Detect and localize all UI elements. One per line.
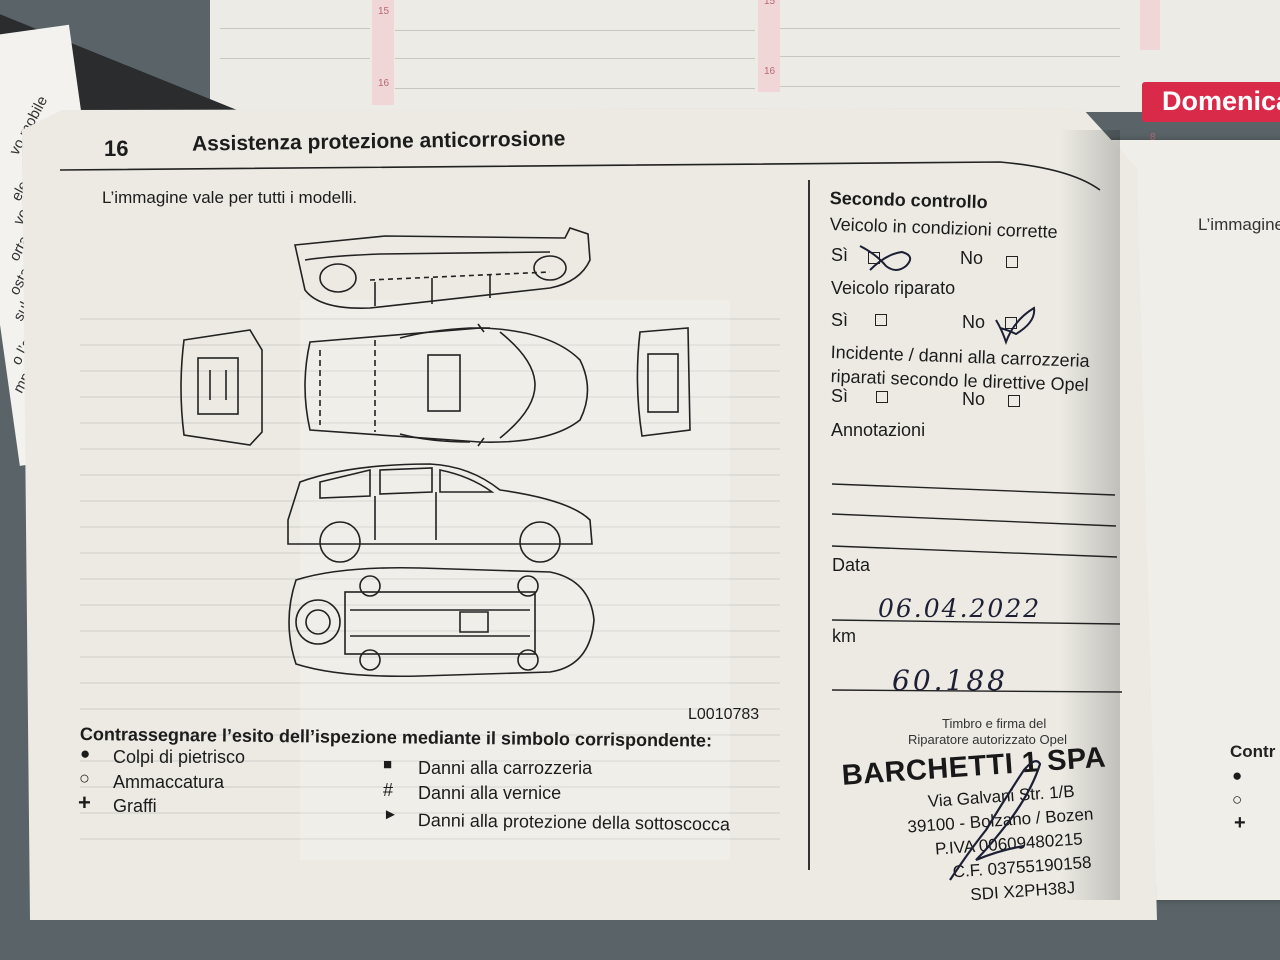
next-page-circle-icon: ○ bbox=[1232, 790, 1243, 809]
next-page-text: L’immagine bbox=[1198, 215, 1280, 234]
q1-no-label: No bbox=[960, 248, 984, 268]
q3-no-checkbox[interactable] bbox=[1008, 395, 1020, 407]
q1-no-checkbox[interactable] bbox=[1006, 256, 1018, 268]
planner-rule bbox=[780, 28, 1120, 29]
column-divider bbox=[808, 180, 810, 870]
q1-handwritten-check bbox=[859, 245, 912, 271]
scratch-plus-icon: + bbox=[78, 790, 91, 815]
legend-item-dent: Ammaccatura bbox=[113, 772, 225, 792]
q2-label: Veicolo riparato bbox=[831, 278, 956, 298]
q3-yes-checkbox[interactable] bbox=[876, 391, 888, 403]
handwritten-signature bbox=[949, 760, 1042, 881]
planner-rule bbox=[395, 58, 755, 59]
planner-margin bbox=[758, 0, 780, 92]
notes-label: Annotazioni bbox=[831, 420, 926, 440]
planner-rule bbox=[220, 58, 370, 59]
next-page-legend: Contr bbox=[1230, 742, 1276, 761]
planner-margin bbox=[372, 0, 394, 105]
page-number: 16 bbox=[104, 136, 129, 161]
dent-circle-icon: ○ bbox=[79, 768, 90, 788]
q2-no-label: No bbox=[962, 312, 986, 332]
stamp-caption-line1: Timbro e firma del bbox=[942, 716, 1047, 731]
stone-chip-dot-icon: ● bbox=[80, 744, 91, 763]
planner-number: 16 bbox=[764, 66, 776, 77]
planner-rule bbox=[220, 28, 370, 29]
q2-yes-label: Sì bbox=[831, 310, 849, 330]
planner-number: 15 bbox=[764, 0, 776, 7]
planner-number: 8 bbox=[1150, 132, 1156, 143]
next-page-dot-icon: ● bbox=[1232, 766, 1243, 785]
q2-handwritten-check bbox=[995, 306, 1036, 346]
body-damage-square-icon: ■ bbox=[383, 756, 393, 773]
figure-code: L0010783 bbox=[688, 706, 760, 723]
planner-margin bbox=[1140, 0, 1160, 50]
legend-item-stone-chips: Colpi di pietrisco bbox=[113, 747, 246, 767]
underbody-triangle-icon: ► bbox=[383, 806, 398, 823]
legend-item-paint-damage: Danni alla vernice bbox=[418, 783, 562, 803]
planner-number: 16 bbox=[378, 78, 390, 89]
q3-no-label: No bbox=[962, 389, 986, 409]
legend-item-body-damage: Danni alla carrozzeria bbox=[418, 758, 593, 778]
intro-text: L’immagine vale per tutti i modelli. bbox=[102, 188, 358, 207]
planner-number: 15 bbox=[378, 6, 390, 17]
q2-yes-checkbox[interactable] bbox=[875, 314, 887, 326]
light-reflection bbox=[300, 300, 730, 860]
date-label: Data bbox=[832, 555, 871, 575]
paint-damage-hash-icon: # bbox=[383, 780, 394, 800]
next-page-plus-icon: + bbox=[1234, 812, 1246, 834]
q1-yes-label: Sì bbox=[831, 245, 849, 265]
planner-day-tab: Domenica bbox=[1142, 82, 1280, 122]
planner-rule bbox=[395, 88, 755, 89]
page-curl-shadow bbox=[1060, 130, 1120, 900]
stamp-caption-line2: Riparatore autorizzato Opel bbox=[908, 732, 1067, 747]
car-inspection-diagram bbox=[180, 227, 691, 678]
q3-yes-label: Sì bbox=[831, 386, 849, 406]
date-value: 06.04.2022 bbox=[878, 594, 1042, 623]
planner-rule bbox=[395, 30, 755, 31]
planner-rule bbox=[780, 56, 1120, 57]
legend-item-scratches: Graffi bbox=[113, 796, 157, 816]
page-bleed-through bbox=[80, 300, 780, 840]
km-label: km bbox=[832, 626, 856, 646]
km-value: 60.188 bbox=[892, 664, 1008, 697]
planner-rule bbox=[780, 86, 1120, 87]
